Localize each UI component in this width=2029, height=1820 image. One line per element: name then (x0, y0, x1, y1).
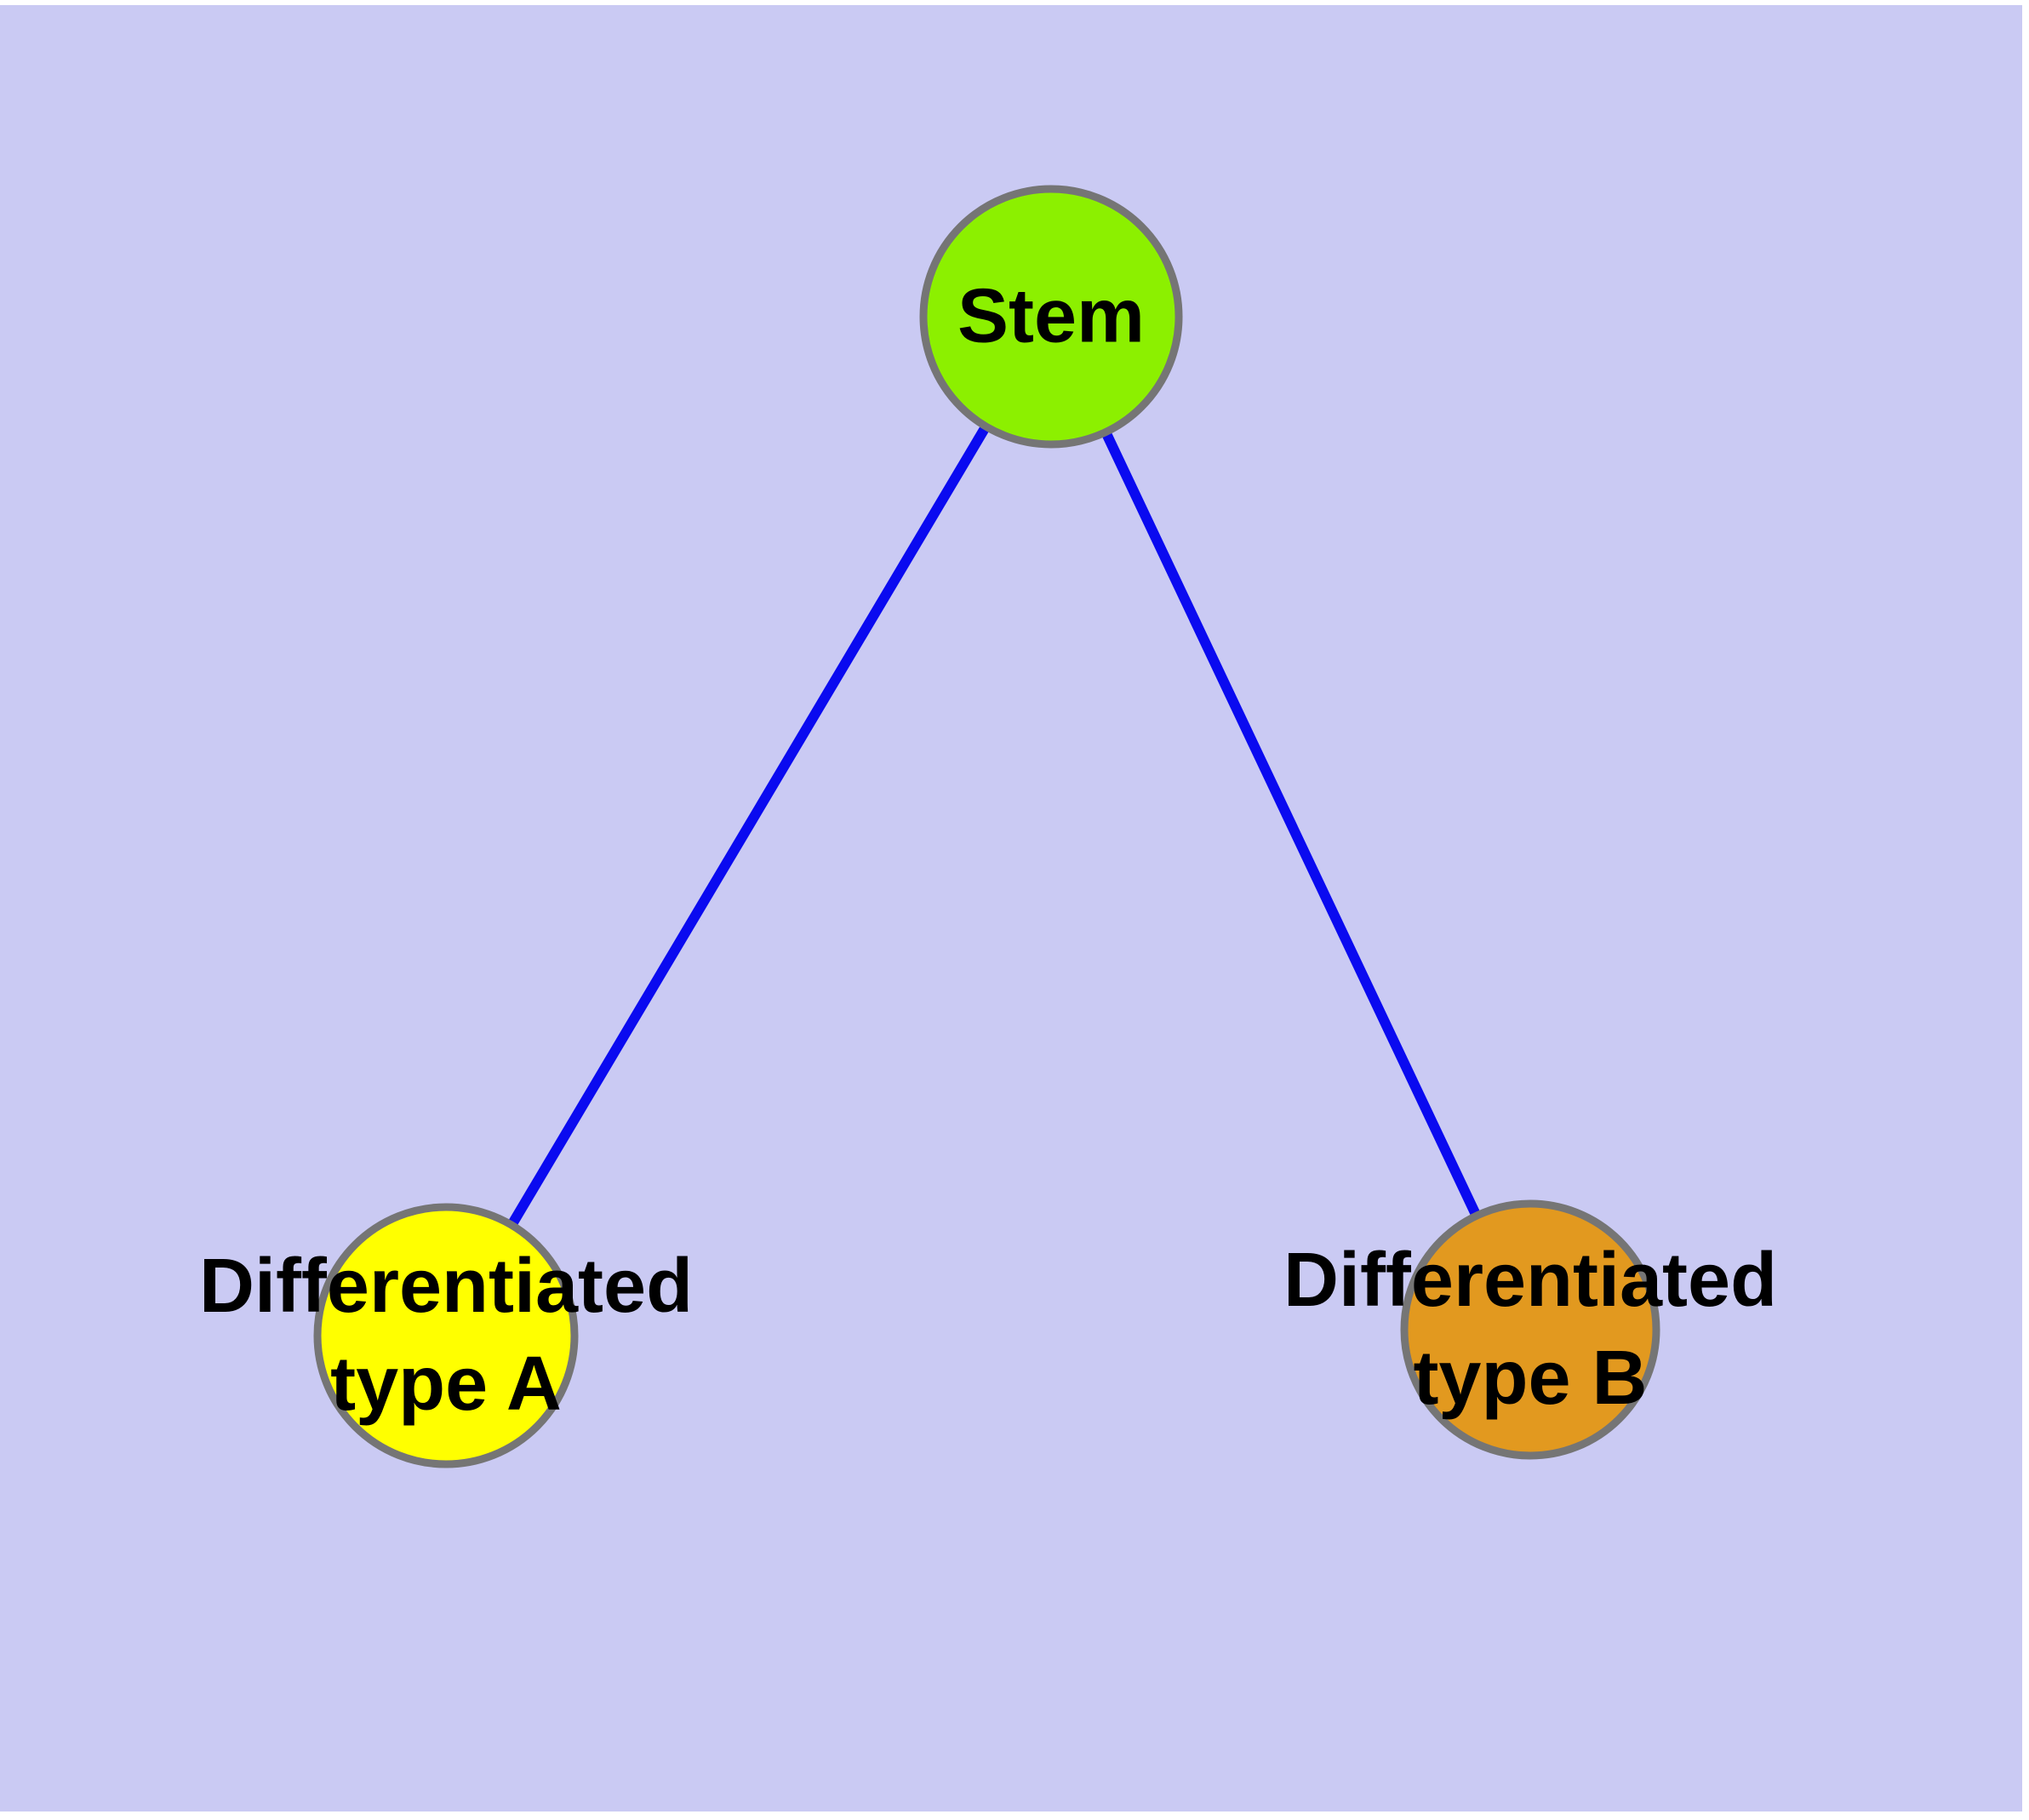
edge-stem-typeB (1046, 314, 1535, 1332)
node-typeB[interactable] (1400, 1199, 1660, 1460)
node-stem[interactable] (919, 185, 1183, 449)
node-typeA[interactable] (313, 1203, 579, 1468)
edge-stem-typeA (441, 313, 1056, 1339)
